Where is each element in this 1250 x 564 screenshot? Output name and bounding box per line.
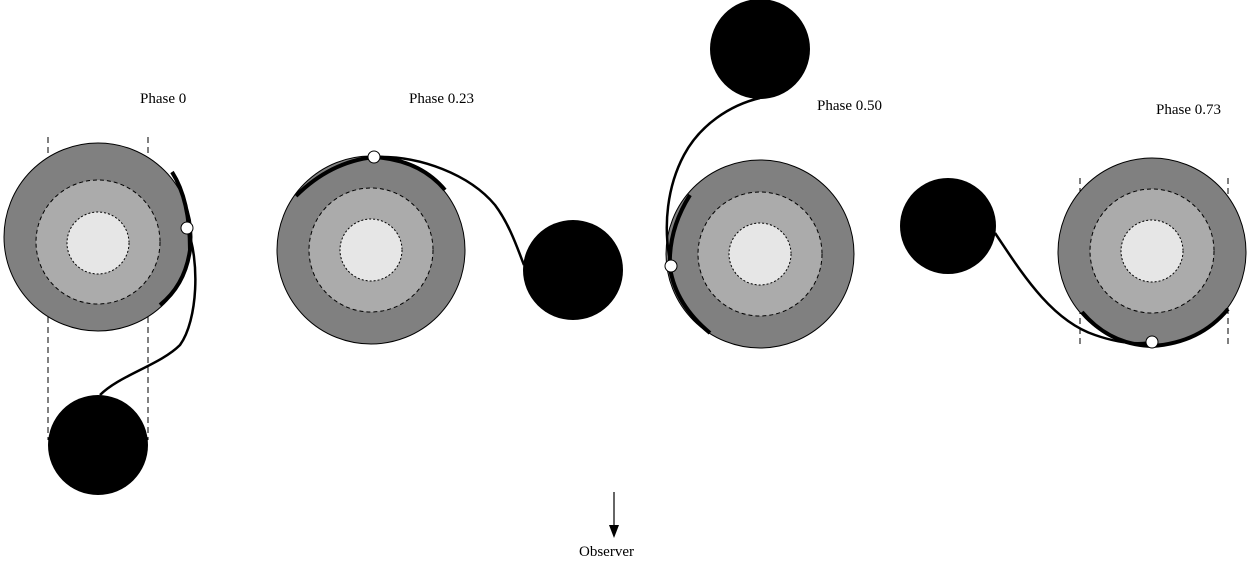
phase-023-panel: Phase 0.23 (276, 91, 623, 345)
accretion-disk-inner (339, 218, 403, 282)
accretion-stream (373, 155, 526, 266)
phase-050-panel: Phase 0.50 (664, 0, 882, 349)
phase-073-panel: Phase 0.73 (900, 102, 1247, 349)
companion-star (710, 0, 810, 99)
hot-spot (664, 259, 678, 273)
companion-star (900, 178, 996, 274)
phase-073-label: Phase 0.73 (1156, 102, 1221, 118)
bright-rim-arc (158, 170, 193, 307)
hot-spot (180, 221, 194, 235)
observer-label: Observer (579, 544, 634, 560)
companion-star (48, 395, 148, 495)
accretion-stream (99, 227, 197, 396)
accretion-disk-inner (66, 211, 130, 275)
hot-spot (367, 150, 381, 164)
observer-arrow-icon (609, 525, 619, 538)
phase-0-panel: Phase 0 (3, 91, 197, 495)
phase-023-label: Phase 0.23 (409, 91, 474, 107)
accretion-stream (993, 232, 1153, 345)
accretion-disk-inner (1120, 219, 1184, 283)
phase-0-label: Phase 0 (140, 91, 186, 107)
hot-spot (1145, 335, 1159, 349)
observer-indicator: Observer (579, 492, 634, 560)
accretion-stream (665, 96, 761, 267)
companion-star (523, 220, 623, 320)
accretion-disk-inner (728, 222, 792, 286)
phase-050-label: Phase 0.50 (817, 98, 882, 114)
